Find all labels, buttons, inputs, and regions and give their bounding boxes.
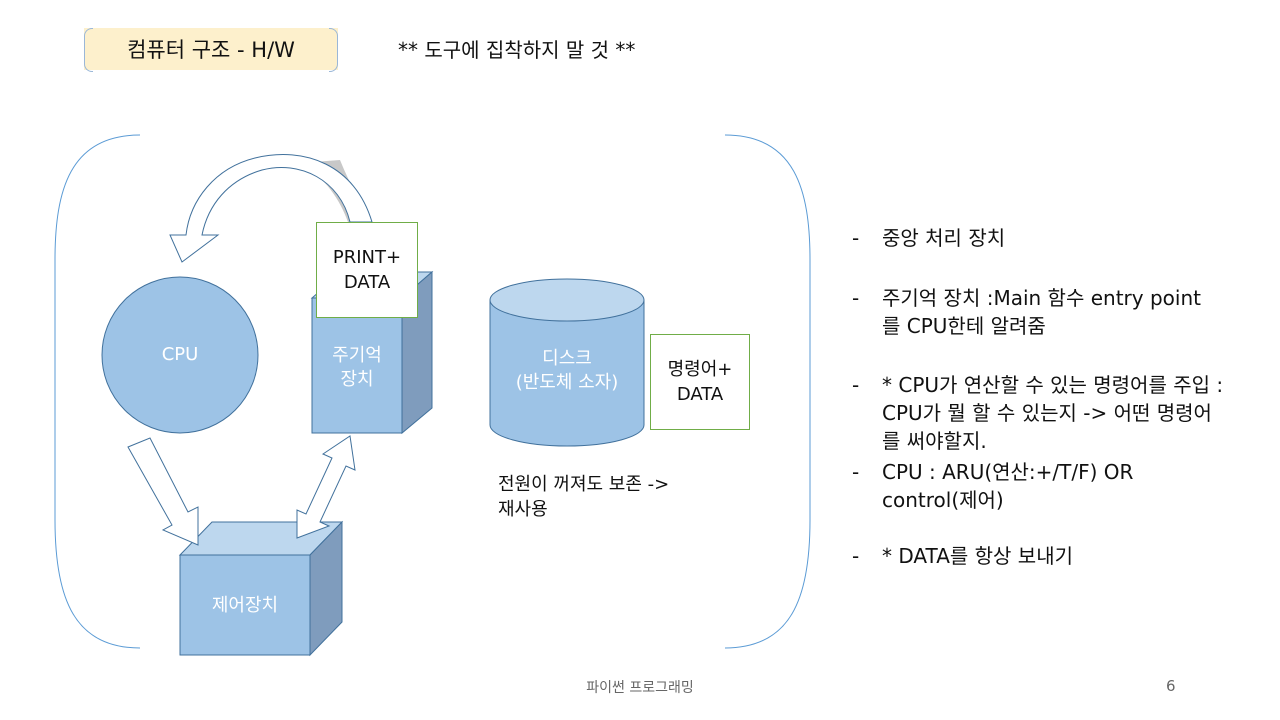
- memory-cube-front: [311, 297, 403, 434]
- instruction-data-note: 명령어+ DATA: [650, 334, 750, 430]
- cpu-label: CPU: [161, 344, 199, 365]
- double-arrow-icon: [296, 435, 356, 539]
- memory-label-line2: 장치: [340, 369, 374, 390]
- bullet-text: CPU : ARU(연산:+/T/F) OR control(제어): [882, 458, 1272, 514]
- bullet-line: CPU : ARU(연산:+/T/F) OR: [882, 460, 1134, 484]
- bullet-line: * DATA를 항상 보내기: [882, 544, 1073, 568]
- bullet-line: 중앙 처리 장치: [882, 226, 1006, 250]
- bullet-dash: -: [852, 460, 860, 484]
- page-number: 6: [1166, 677, 1176, 695]
- curved-arrow-icon: [169, 154, 373, 263]
- bullet-dash: -: [852, 544, 860, 568]
- slide-subtitle: ** 도구에 집착하지 말 것 **: [398, 38, 636, 62]
- control-label: 제어장치: [211, 595, 279, 616]
- disk-caption-line1: 전원이 꺼져도 보존 ->: [498, 474, 670, 495]
- memory-label-line1: 주기억: [332, 345, 382, 366]
- slide-footer: 파이썬 프로그래밍: [586, 680, 694, 696]
- bullet-dash: -: [852, 373, 860, 397]
- bullet-dash: -: [852, 286, 860, 310]
- print-data-note: PRINT+ DATA: [316, 222, 418, 318]
- bullet-line: 를 써야할지.: [882, 429, 987, 453]
- bullet-line: CPU가 뭘 할 수 있는지 -> 어떤 명령어: [882, 401, 1212, 425]
- bullet-line: 를 CPU한테 알려줌: [882, 314, 1046, 338]
- disk-note-line1: 명령어+: [667, 359, 733, 380]
- disk-caption: 전원이 꺼져도 보존 -> 재사용: [498, 472, 669, 522]
- disk-note-line2: DATA: [676, 384, 724, 405]
- disk-label-line1: 디스크: [542, 348, 592, 369]
- slide-title: 컴퓨터 구조 - H/W: [127, 38, 295, 62]
- disk-label: 디스크 (반도체 소자): [490, 345, 644, 397]
- bullet-text: * DATA를 항상 보내기: [882, 542, 1272, 570]
- cpu-circle: [101, 276, 259, 434]
- right-bracket-shape: [724, 134, 811, 649]
- disk-caption-line2: 재사용: [498, 499, 548, 520]
- bullet-text: * CPU가 연산할 수 있는 명령어를 주입 : CPU가 뭘 할 수 있는지…: [882, 371, 1272, 455]
- left-bracket-shape: [54, 134, 141, 649]
- bullet-text: 중앙 처리 장치: [882, 224, 1272, 252]
- print-note-line1: PRINT+: [332, 247, 402, 268]
- memory-label: 주기억 장치: [312, 342, 402, 394]
- disk-cylinder-top: [489, 278, 645, 322]
- print-note-line2: DATA: [343, 272, 391, 293]
- bullet-line: * CPU가 연산할 수 있는 명령어를 주입 :: [882, 373, 1224, 397]
- bullet-text: 주기억 장치 :Main 함수 entry point 를 CPU한테 알려줌: [882, 284, 1272, 340]
- slide-title-box: 컴퓨터 구조 - H/W: [84, 28, 338, 72]
- disk-cylinder-body: [489, 299, 645, 447]
- bullet-line: control(제어): [882, 488, 1004, 512]
- control-cube-front: [179, 554, 311, 656]
- bullet-line: 주기억 장치 :Main 함수 entry point: [882, 286, 1201, 310]
- disk-label-line2: (반도체 소자): [515, 372, 619, 393]
- bullet-dash: -: [852, 226, 860, 250]
- title-left-bracket: [84, 28, 93, 72]
- down-arrow-icon: [127, 437, 199, 546]
